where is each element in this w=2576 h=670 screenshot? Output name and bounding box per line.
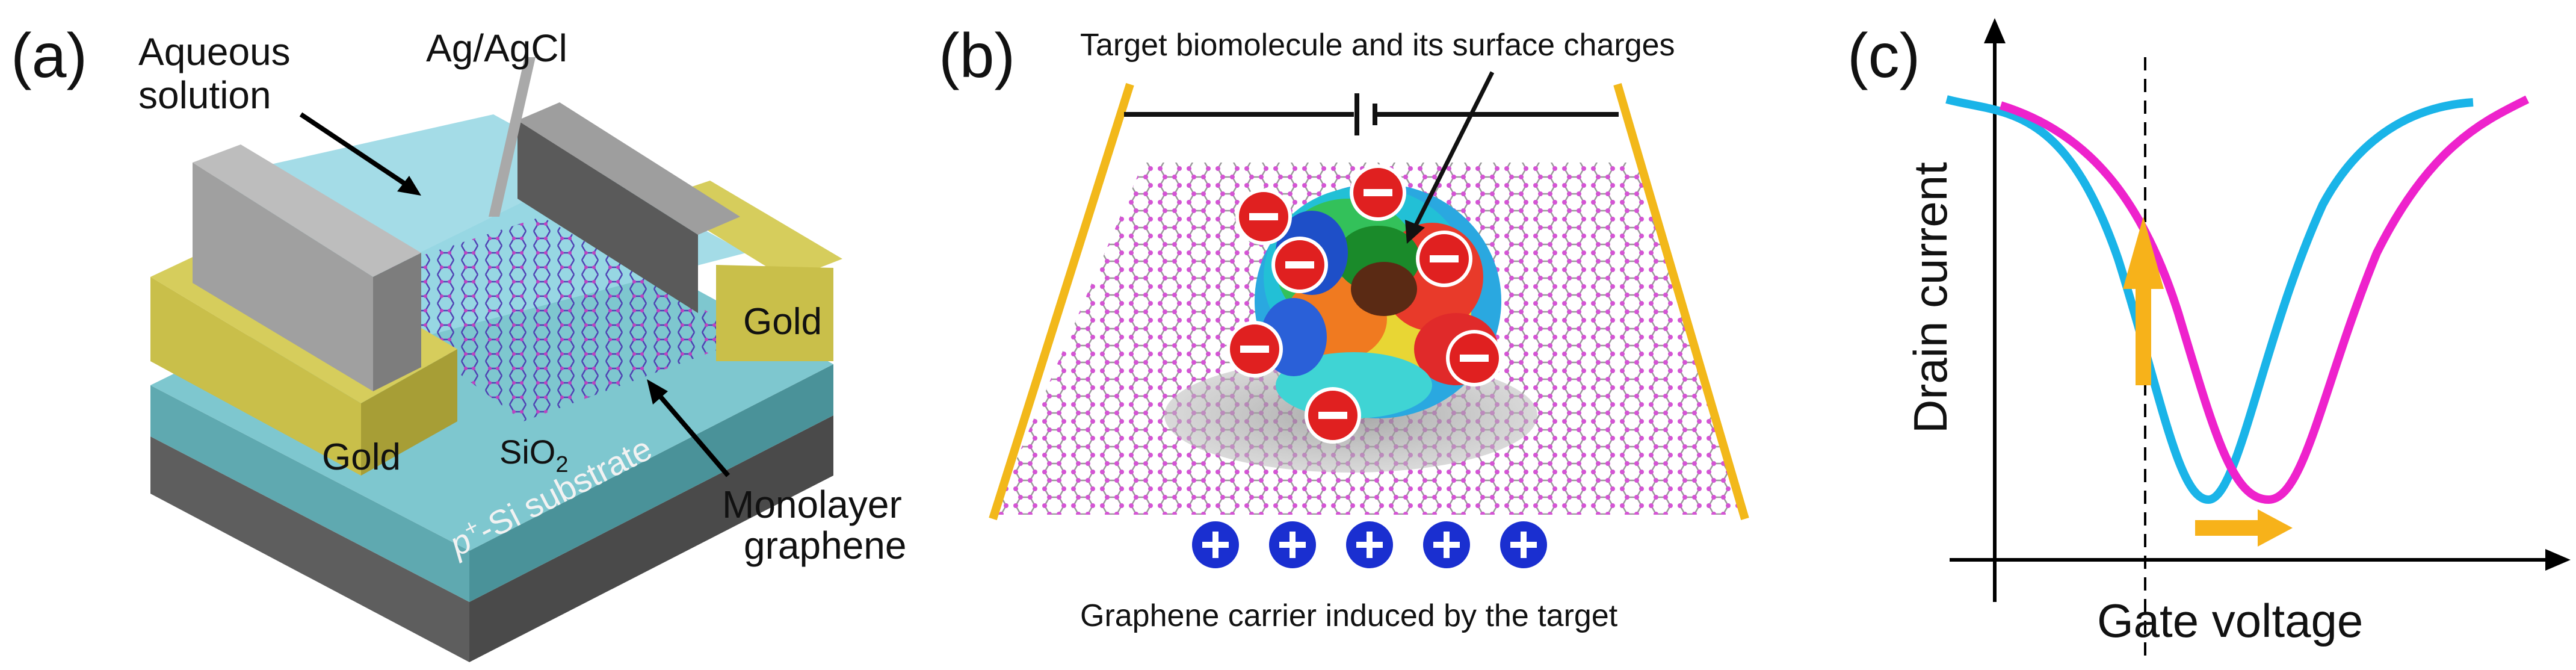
electrode-bar-right	[517, 102, 740, 235]
electrode-label: Ag/AgCl	[426, 26, 567, 70]
electrode-bar-left-front	[193, 163, 373, 391]
panel-a-label: (a)	[11, 21, 87, 91]
panel-b: (b) Target biomolecule and its surface c…	[939, 21, 1749, 633]
negative-charge	[1305, 387, 1361, 444]
electrode-bar-right-front	[517, 120, 698, 313]
x-axis-arrowhead	[2545, 549, 2571, 571]
negative-charge	[1271, 237, 1328, 293]
negative-charge-group	[1226, 164, 1503, 444]
target-label: Target biomolecule and its surface charg…	[1080, 28, 1675, 63]
oxide-front	[150, 385, 469, 602]
gold-right-front	[716, 265, 833, 361]
positive-charge-group	[1188, 518, 1551, 572]
current-change-arrow	[2123, 217, 2164, 385]
gold-left-label: Gold	[322, 436, 401, 478]
panel-a: (a) Aqueous solution A	[11, 21, 906, 662]
dirac-shift-arrow	[2195, 509, 2293, 547]
ag-agcl-electrode	[489, 57, 536, 217]
graphene-pointer-head	[647, 379, 668, 405]
negative-charge	[1235, 188, 1292, 245]
negative-charge	[1226, 321, 1283, 377]
x-axis-label: Gate voltage	[2097, 594, 2363, 647]
substrate-right	[469, 415, 833, 662]
aqueous-pointer	[299, 112, 411, 189]
electrode-rail-right	[1613, 83, 1749, 520]
negative-charge	[1350, 164, 1406, 221]
negative-charge	[1416, 231, 1472, 287]
substrate-front	[150, 436, 469, 662]
electrode-bar-left-side	[373, 253, 421, 391]
aqueous-pointer-head	[397, 176, 421, 196]
carrier-label: Graphene carrier induced by the target	[1080, 598, 1618, 633]
negative-charge	[1446, 330, 1503, 386]
positive-charge	[1419, 518, 1474, 572]
electrode-rail-left	[989, 82, 1134, 521]
positive-charge	[1265, 518, 1320, 572]
oxide-right	[469, 364, 833, 602]
graphene-label-line1: Monolayer	[722, 483, 902, 526]
y-axis-arrowhead	[1984, 18, 2006, 43]
curve-after-binding	[1999, 95, 2530, 504]
target-pointer-head	[1405, 220, 1425, 244]
positive-charge	[1188, 518, 1243, 572]
positive-charge	[1496, 518, 1551, 572]
y-axis-label: Drain current	[1904, 162, 1957, 433]
graphene-sheet-a	[337, 217, 752, 421]
graphene-pointer	[653, 389, 730, 477]
gold-right-label: Gold	[743, 301, 822, 343]
curve-before-binding	[1945, 95, 2474, 504]
aqueous-label-line2: solution	[138, 73, 271, 117]
graphene-label-line2: graphene	[744, 524, 906, 567]
panel-c-label: (c)	[1847, 21, 1920, 91]
gold-left-side	[361, 349, 457, 476]
panel-c: (c) Drain current Gate voltage	[1847, 18, 2571, 659]
target-pointer	[1412, 71, 1495, 230]
panel-b-label: (b)	[939, 21, 1015, 91]
aqueous-label-line1: Aqueous	[138, 30, 291, 73]
electrode-bar-left	[193, 144, 421, 277]
oxide-label: SiO2	[499, 433, 569, 477]
gold-left-front	[150, 277, 361, 476]
positive-charge	[1342, 518, 1397, 572]
